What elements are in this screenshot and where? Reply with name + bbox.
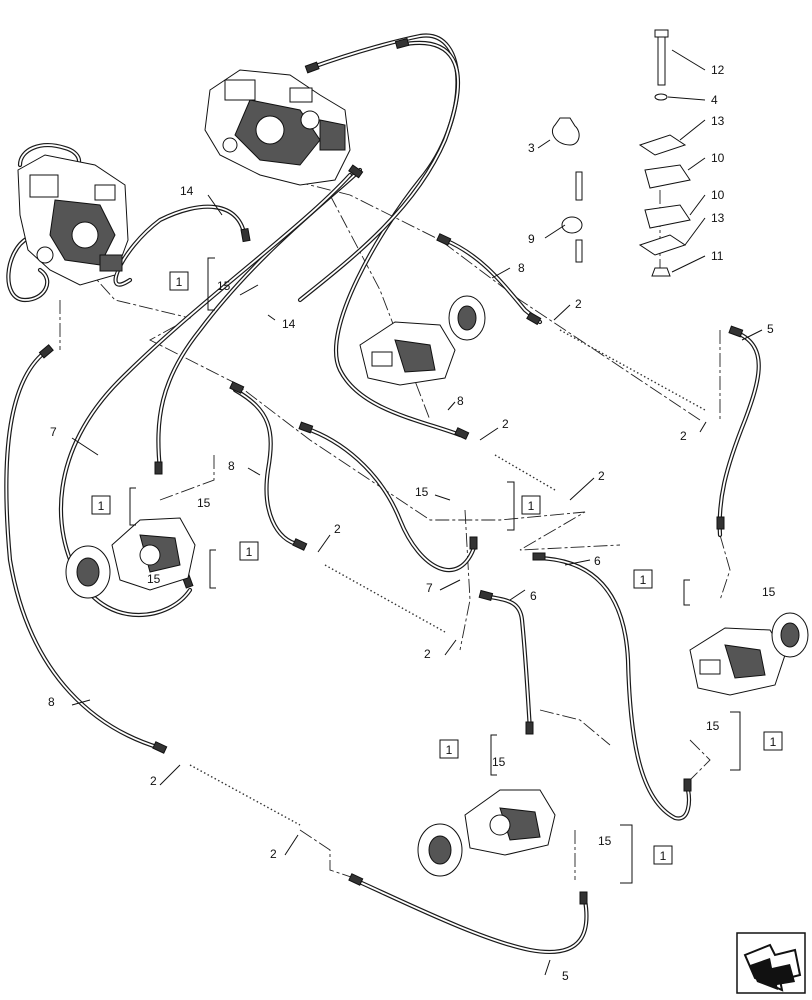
callout-5: 5 [767,322,774,336]
callout-14: 14 [282,317,296,331]
callout-2: 2 [150,774,157,788]
callout-8: 8 [48,695,55,709]
ref-box-label: 1 [660,849,667,863]
callout-13: 13 [711,211,725,225]
callout-14: 14 [180,184,194,198]
callout-10: 10 [711,151,725,165]
ref-box-label: 1 [176,275,183,289]
callout-10: 10 [711,188,725,202]
callout-15: 15 [762,585,776,599]
callout-2: 2 [502,417,509,431]
callout-8: 8 [518,261,525,275]
callout-2: 2 [680,429,687,443]
callout-2: 2 [270,847,277,861]
ref-box-label: 1 [770,735,777,749]
drive-motor-bottom [417,789,556,877]
callout-7: 7 [426,581,433,595]
ref-box-4: 1 [521,495,541,515]
ref-box-label: 1 [98,499,105,513]
reference-brackets [129,257,741,884]
hose-fittings [38,37,744,905]
drive-motor-upper [359,295,486,386]
ref-box-5: 1 [633,569,653,589]
callout-15: 15 [217,279,231,293]
callout-8: 8 [228,459,235,473]
callout-12: 12 [711,63,725,77]
ref-box-2: 1 [91,495,111,515]
ref-box-label: 1 [640,573,647,587]
ref-box-6: 1 [763,731,783,751]
callout-numbers: 12 4 13 10 10 13 11 3 9 14 14 15 8 2 5 2… [48,63,776,983]
callout-15: 15 [492,755,506,769]
callout-5: 5 [562,969,569,983]
rigid-tubes [189,329,706,826]
callout-6: 6 [530,589,537,603]
ref-box-label: 1 [246,545,253,559]
callout-15: 15 [147,572,161,586]
callout-2: 2 [575,297,582,311]
callout-3: 3 [528,141,535,155]
leader-lines [71,49,763,976]
ref-box-label: 1 [446,743,453,757]
callout-11: 11 [711,249,724,263]
callout-9: 9 [528,232,535,246]
callout-15: 15 [598,834,612,848]
drive-motor-right [689,612,809,696]
ref-box-3: 1 [239,541,259,561]
callout-15: 15 [197,496,211,510]
callout-4: 4 [711,93,718,107]
hydraulic-pump-top [204,69,351,186]
callout-2: 2 [334,522,341,536]
clamp-hardware [551,29,691,277]
callout-2: 2 [424,647,431,661]
ref-box-label: 1 [528,499,535,513]
callout-15: 15 [415,485,429,499]
hydraulic-pump-left [17,154,129,286]
ref-box-7: 1 [439,739,459,759]
callout-2: 2 [598,469,605,483]
callout-7: 7 [50,425,57,439]
ref-box-8: 1 [653,845,673,865]
callout-6: 6 [594,554,601,568]
callout-13: 13 [711,114,725,128]
callout-8: 8 [457,394,464,408]
drive-motor-left [65,517,196,599]
next-page-arrow-icon[interactable] [736,932,806,994]
ref-box-1: 1 [169,271,189,291]
callout-15: 15 [706,719,720,733]
